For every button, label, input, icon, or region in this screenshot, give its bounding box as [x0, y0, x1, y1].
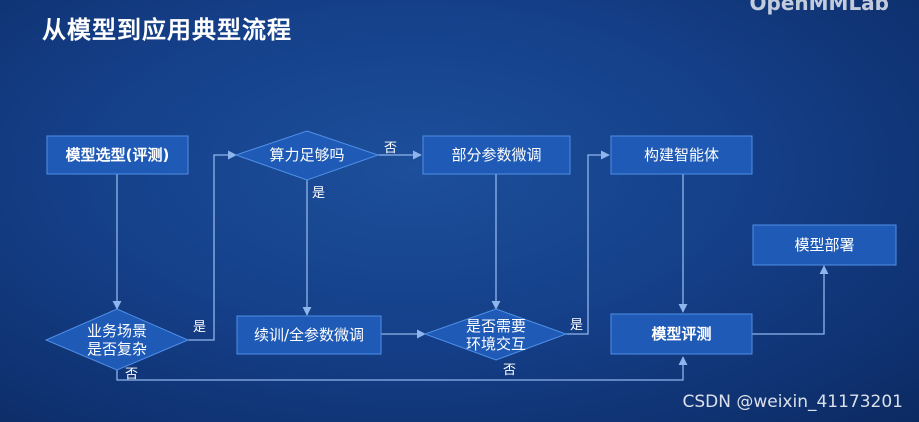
decision-compute-enough: 算力足够吗: [234, 130, 380, 181]
decision-env-interaction: 是否需要 环境交互: [423, 308, 568, 361]
edge-eval-to-deploy: [752, 265, 829, 335]
edge-label-complex-yes: 是: [193, 320, 206, 335]
connectors: [112, 150, 829, 381]
node-partial-finetune-label: 部分参数微调: [451, 146, 541, 164]
page-title: 从模型到应用典型流程: [42, 16, 292, 44]
edge-label-env-no: 否: [503, 363, 516, 378]
edge-complex-no: [116, 356, 688, 381]
node-full-finetune-label: 续训/全参数微调: [254, 326, 364, 344]
node-model-select: 模型选型(评测): [46, 135, 189, 175]
edge-label-complex-no: 否: [125, 367, 138, 382]
decision-compute-enough-label: 算力足够吗: [269, 146, 344, 164]
node-deploy: 模型部署: [752, 224, 897, 266]
edge-env-yes: [565, 150, 610, 335]
node-full-finetune: 续训/全参数微调: [236, 315, 382, 355]
node-build-agent-label: 构建智能体: [644, 146, 719, 164]
decision-complex-line2: 是否复杂: [87, 340, 147, 358]
edge-label-compute-yes: 是: [312, 186, 325, 201]
node-deploy-label: 模型部署: [794, 236, 854, 254]
watermark: CSDN @weixin_41173201: [682, 392, 903, 412]
edge-label-compute-no: 否: [384, 141, 397, 156]
decision-complex-line1: 业务场景: [87, 322, 147, 340]
brand-logo: OpenMMLab: [749, 0, 889, 15]
node-build-agent: 构建智能体: [610, 135, 753, 175]
node-partial-finetune: 部分参数微调: [422, 135, 571, 175]
decision-scenario-complex: 业务场景 是否复杂: [44, 308, 190, 371]
node-model-eval: 模型评测: [610, 313, 753, 355]
edge-label-env-yes: 是: [570, 318, 583, 333]
node-model-select-label: 模型选型(评测): [66, 146, 170, 164]
edge-complex-yes: [188, 150, 237, 341]
decision-env-line2: 环境交互: [466, 335, 526, 353]
decision-env-line1: 是否需要: [466, 317, 526, 335]
node-model-eval-label: 模型评测: [651, 325, 711, 343]
